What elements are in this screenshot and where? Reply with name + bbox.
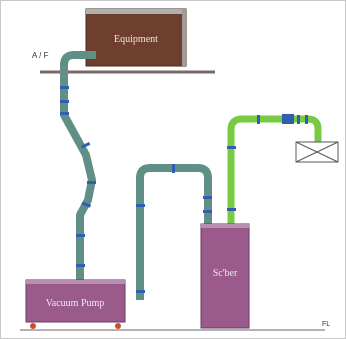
- vacuum-pump-label: Vacuum Pump: [46, 298, 105, 309]
- pipe-pump-to-scrubber: [136, 164, 212, 300]
- equipment-label: Equipment: [114, 34, 158, 45]
- pipe-scrubber-to-exhaust: [227, 115, 322, 224]
- flanges-pipe-1: [60, 86, 96, 267]
- scrubber-unit: Sc'ber: [200, 223, 250, 329]
- af-label: A / F: [32, 51, 49, 60]
- flanges-pipe-3: [227, 114, 308, 211]
- wheel-icon: [30, 323, 36, 329]
- scrubber-label: Sc'ber: [213, 268, 238, 279]
- vacuum-pump-unit: Vacuum Pump: [25, 279, 126, 329]
- x-box-icon: [295, 141, 339, 163]
- flanges-pipe-2: [136, 164, 212, 293]
- fl-label: FL: [322, 321, 330, 328]
- pipe-equipment-to-pump: [60, 51, 96, 282]
- equipment-unit: Equipment: [85, 8, 187, 67]
- wheel-icon: [115, 323, 121, 329]
